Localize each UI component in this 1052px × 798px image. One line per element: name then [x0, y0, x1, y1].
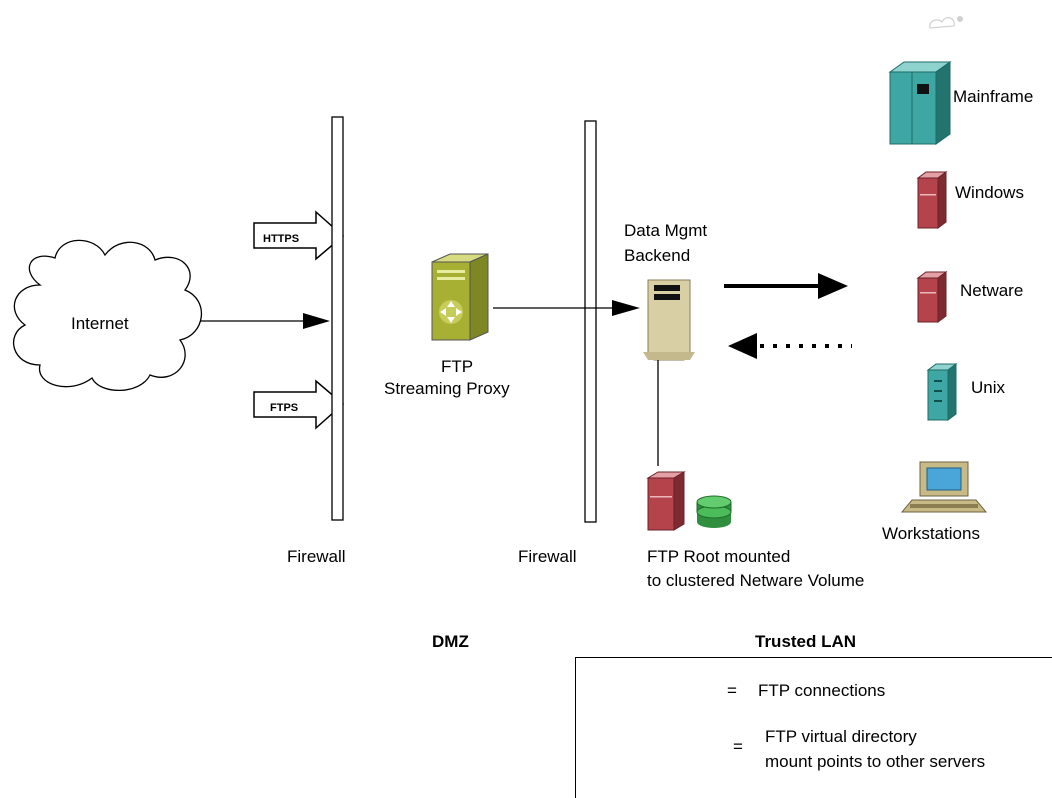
- unix-server-icon: [926, 363, 958, 421]
- ftp-root-server-icon: [646, 471, 686, 531]
- legend-mount-label-line1: FTP virtual directory: [765, 727, 917, 746]
- legend-equals-1: =: [727, 681, 737, 700]
- faded-cloud-icon: [929, 16, 963, 29]
- internet-arrowhead: [303, 313, 330, 329]
- unix-label: Unix: [971, 378, 1006, 397]
- firewall-left-bar: [331, 116, 344, 521]
- legend-ftp-connections-label: FTP connections: [758, 681, 886, 700]
- mainframe-icon: [888, 61, 952, 145]
- windows-label: Windows: [955, 183, 1024, 202]
- firewall-left-label: Firewall: [287, 547, 346, 566]
- proxy-label-line2: Streaming Proxy: [384, 379, 510, 398]
- workstation-icon: [900, 461, 988, 513]
- backend-label-line2: Backend: [624, 246, 691, 265]
- proxy-backend-arrowhead: [612, 300, 640, 316]
- https-label: HTTPS: [263, 233, 300, 245]
- ftps-block-arrow: [253, 379, 345, 430]
- internet-label: Internet: [71, 314, 129, 333]
- mainframe-label: Mainframe: [953, 87, 1034, 106]
- netware-server-icon: [916, 271, 948, 323]
- workstations-label: Workstations: [882, 524, 980, 543]
- https-block-arrow: [253, 210, 345, 261]
- legend-mount-label-line2: mount points to other servers: [765, 752, 986, 771]
- dmz-zone-label: DMZ: [432, 632, 469, 651]
- firewall-right-label: Firewall: [518, 547, 577, 566]
- ftps-label: FTPS: [270, 402, 299, 414]
- mount-point-arrowhead: [818, 273, 848, 299]
- proxy-label-line1: FTP: [441, 357, 474, 376]
- ftp-root-label-line1: FTP Root mounted: [647, 547, 791, 566]
- windows-server-icon: [916, 171, 948, 229]
- firewall-right-bar: [584, 120, 597, 523]
- ftp-connection-arrowhead: [728, 333, 757, 359]
- netware-label: Netware: [960, 281, 1024, 300]
- legend-equals-2: =: [733, 737, 743, 756]
- backend-server-icon: [643, 279, 695, 361]
- ftp-root-label-line2: to clustered Netware Volume: [647, 571, 865, 590]
- backend-label-line1: Data Mgmt: [624, 221, 708, 240]
- legend-box: [575, 657, 1052, 798]
- proxy-server-icon: [431, 253, 489, 341]
- internet-cloud: [12, 239, 202, 392]
- trusted-lan-zone-label: Trusted LAN: [755, 632, 857, 651]
- netware-volume-database-icon: [696, 495, 732, 528]
